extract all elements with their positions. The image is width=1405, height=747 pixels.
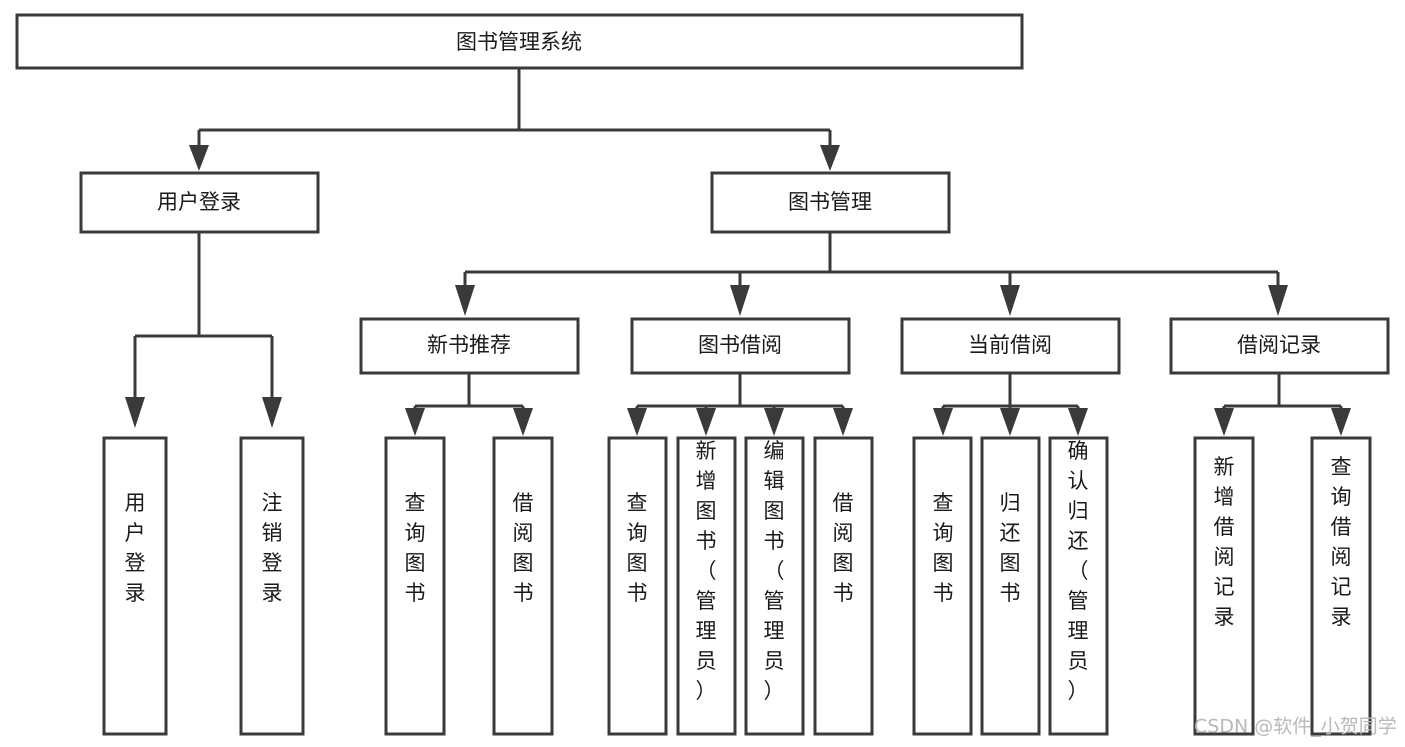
- arrowhead-to-user-login: [189, 145, 209, 171]
- arrowhead-to-book-mgmt: [820, 145, 840, 171]
- leaf-user-login-login[interactable]: 用户登录: [102, 436, 168, 736]
- leaf-user-login-login-label: 用户登录: [125, 491, 146, 605]
- leaf-user-login-login-box[interactable]: [102, 436, 168, 736]
- leaf-current-return[interactable]: 归还图书: [980, 436, 1041, 736]
- leaf-new-book-borrow-box[interactable]: [492, 436, 554, 736]
- arrowhead-leaf-current-2: [1000, 408, 1020, 436]
- node-book-borrow-box[interactable]: [630, 317, 851, 375]
- node-user-login-box[interactable]: [79, 171, 320, 234]
- leaf-borrow-query[interactable]: 查询图书: [607, 436, 668, 736]
- node-new-book-recommend-label: 新书推荐: [427, 333, 511, 357]
- leaf-current-confirm-admin-label: 确认归还（管理员）: [1068, 439, 1089, 703]
- arrowhead-leaf-current-3: [1068, 408, 1088, 436]
- leaf-borrow-edit-admin[interactable]: 编辑图书（管理员）: [744, 436, 805, 736]
- leaf-new-book-borrow-label: 借阅图书: [513, 491, 534, 605]
- leaf-new-book-borrow[interactable]: 借阅图书: [492, 436, 554, 736]
- leaf-current-query-box[interactable]: [912, 436, 973, 736]
- leaf-current-return-box[interactable]: [980, 436, 1041, 736]
- node-current-borrow[interactable]: 当前借阅: [900, 317, 1121, 375]
- connector-records-to-leaves: [1222, 373, 1343, 412]
- leaf-borrow-edit-admin-label: 编辑图书（管理员）: [764, 439, 785, 703]
- node-book-borrow[interactable]: 图书借阅: [630, 317, 851, 375]
- node-current-borrow-label: 当前借阅: [968, 333, 1052, 357]
- node-root-system[interactable]: 图书管理系统: [15, 13, 1024, 70]
- node-root-system-label: 图书管理系统: [456, 30, 582, 54]
- leaf-borrow-borrow-book[interactable]: 借阅图书: [813, 436, 874, 736]
- arrowhead-to-current: [1000, 285, 1020, 316]
- leaf-records-add-label: 新增借阅记录: [1214, 455, 1235, 629]
- node-root-system-box[interactable]: [15, 13, 1024, 70]
- node-user-login[interactable]: 用户登录: [79, 171, 320, 234]
- connector-user-login-to-bus: [133, 232, 274, 400]
- leaf-records-query-label: 查询借阅记录: [1331, 455, 1352, 629]
- connector-borrow-to-leaves: [635, 373, 845, 412]
- arrowhead-leaf-new-book-1: [405, 408, 425, 436]
- leaf-borrow-query-box[interactable]: [607, 436, 668, 736]
- arrowhead-leaf-borrow-1: [627, 408, 647, 436]
- arrowhead-leaf-borrow-2: [696, 408, 716, 436]
- node-borrow-records-box[interactable]: [1169, 317, 1390, 375]
- node-book-borrow-label: 图书借阅: [698, 333, 782, 357]
- arrowhead-leaf-records-1: [1214, 408, 1234, 436]
- arrowhead-to-new-book: [455, 285, 475, 316]
- node-book-management[interactable]: 图书管理: [710, 171, 951, 234]
- leaf-user-login-logout-box[interactable]: [239, 436, 305, 736]
- node-borrow-records[interactable]: 借阅记录: [1169, 317, 1390, 375]
- leaf-new-book-query-box[interactable]: [384, 436, 446, 736]
- leaf-current-confirm-admin-box[interactable]: [1048, 436, 1109, 736]
- leaf-borrow-edit-admin-box[interactable]: [744, 436, 805, 736]
- node-user-login-label: 用户登录: [157, 190, 241, 214]
- arrowhead-leaf-borrow-3: [764, 408, 784, 436]
- arrowhead-leaf-new-book-2: [513, 408, 533, 436]
- leaf-current-return-label: 归还图书: [1000, 491, 1021, 605]
- leaf-current-query[interactable]: 查询图书: [912, 436, 973, 736]
- leaf-records-add-box[interactable]: [1193, 436, 1255, 736]
- node-borrow-records-label: 借阅记录: [1237, 333, 1321, 357]
- node-current-borrow-box[interactable]: [900, 317, 1121, 375]
- arrowhead-to-borrow: [730, 285, 750, 316]
- connector-root-to-bus: [197, 68, 832, 148]
- connector-current-to-leaves: [941, 373, 1080, 412]
- arrowhead-leaf-user-login-1: [125, 397, 145, 428]
- leaf-user-login-logout[interactable]: 注销登录: [239, 436, 305, 736]
- node-new-book-recommend[interactable]: 新书推荐: [359, 317, 580, 375]
- arrowhead-leaf-current-1: [933, 408, 953, 436]
- watermark-label: CSDN @软件_小贺同学: [1194, 716, 1397, 738]
- node-new-book-recommend-box[interactable]: [359, 317, 580, 375]
- leaf-borrow-borrow-book-box[interactable]: [813, 436, 874, 736]
- leaf-borrow-add-admin-label: 新增图书（管理员）: [696, 439, 717, 703]
- leaf-new-book-query-label: 查询图书: [405, 491, 426, 605]
- leaf-user-login-logout-label: 注销登录: [262, 491, 283, 605]
- arrowhead-to-records: [1268, 285, 1288, 316]
- leaf-new-book-query[interactable]: 查询图书: [384, 436, 446, 736]
- arrowhead-leaf-records-2: [1331, 408, 1351, 436]
- leaf-borrow-add-admin[interactable]: 新增图书（管理员）: [676, 436, 737, 736]
- arrowhead-leaf-user-login-2: [262, 397, 282, 428]
- connector-new-book-to-leaves: [413, 373, 525, 412]
- leaf-borrow-add-admin-box[interactable]: [676, 436, 737, 736]
- connector-book-mgmt-to-bus: [463, 232, 1280, 288]
- leaf-records-add[interactable]: 新增借阅记录: [1193, 436, 1255, 736]
- leaf-borrow-borrow-book-label: 借阅图书: [833, 491, 854, 605]
- node-book-management-label: 图书管理: [788, 190, 872, 214]
- leaf-borrow-query-label: 查询图书: [627, 491, 648, 605]
- leaf-current-confirm-admin[interactable]: 确认归还（管理员）: [1048, 436, 1109, 736]
- leaf-records-query[interactable]: 查询借阅记录: [1310, 436, 1372, 736]
- arrowhead-leaf-borrow-4: [833, 408, 853, 436]
- leaf-records-query-box[interactable]: [1310, 436, 1372, 736]
- connector-layer: [125, 68, 1351, 436]
- leaf-current-query-label: 查询图书: [933, 491, 954, 605]
- node-book-management-box[interactable]: [710, 171, 951, 234]
